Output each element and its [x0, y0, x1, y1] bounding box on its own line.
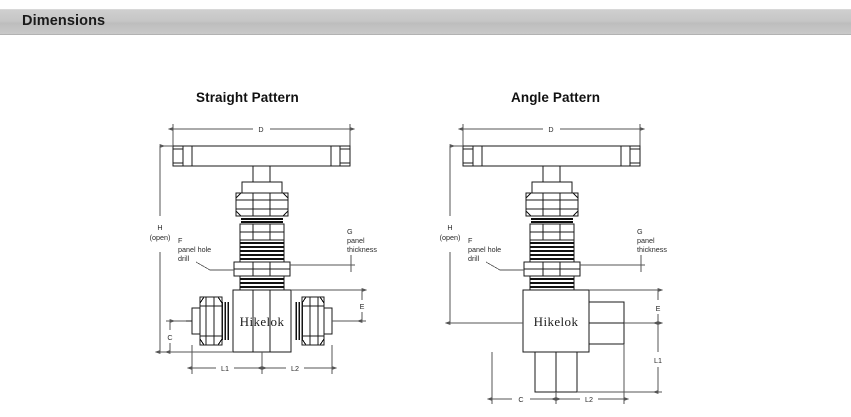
dim-note-G-line2-straight: thickness — [347, 245, 377, 254]
dim-note-F-line2-angle: drill — [468, 254, 480, 263]
dim-label-G-angle: G — [637, 227, 643, 236]
brand-logo-angle: Hikelok — [534, 314, 579, 329]
dim-label-C-straight: C — [167, 333, 172, 342]
dim-label-L1-angle: L1 — [654, 356, 662, 365]
angle-pattern-title: Angle Pattern — [511, 90, 601, 105]
dim-label-F-angle: F — [468, 236, 473, 245]
dim-note-G-line1-straight: panel — [347, 236, 365, 245]
dim-label-G-straight: G — [347, 227, 353, 236]
dim-note-G-line1-angle: panel — [637, 236, 655, 245]
dim-label-L2-straight: L2 — [291, 364, 299, 373]
dim-note-F-line1-angle: panel hole — [468, 245, 501, 254]
page-title: Dimensions — [22, 13, 106, 29]
dim-note-H-open-straight: (open) — [150, 233, 171, 242]
dim-label-E-straight: E — [360, 302, 365, 311]
dim-label-D-straight: D — [258, 125, 263, 134]
dim-note-G-line2-angle: thickness — [637, 245, 667, 254]
straight-pattern-drawing: D — [150, 124, 377, 374]
dim-label-C-angle: C — [518, 395, 523, 404]
dim-label-L1-straight: L1 — [221, 364, 229, 373]
dim-note-H-open-angle: (open) — [440, 233, 461, 242]
dim-label-L2-angle: L2 — [585, 395, 593, 404]
section-header-bar — [0, 9, 851, 35]
brand-logo-straight: Hikelok — [240, 314, 285, 329]
dim-label-F-straight: F — [178, 236, 183, 245]
dim-label-H-angle: H — [447, 223, 452, 232]
angle-pattern-drawing: D — [440, 124, 667, 404]
dim-label-D-angle: D — [548, 125, 553, 134]
dim-note-F-line1-straight: panel hole — [178, 245, 211, 254]
dim-note-F-line2-straight: drill — [178, 254, 190, 263]
dim-label-E-angle: E — [656, 304, 661, 313]
dim-label-H-straight: H — [157, 223, 162, 232]
straight-pattern-title: Straight Pattern — [196, 90, 299, 105]
